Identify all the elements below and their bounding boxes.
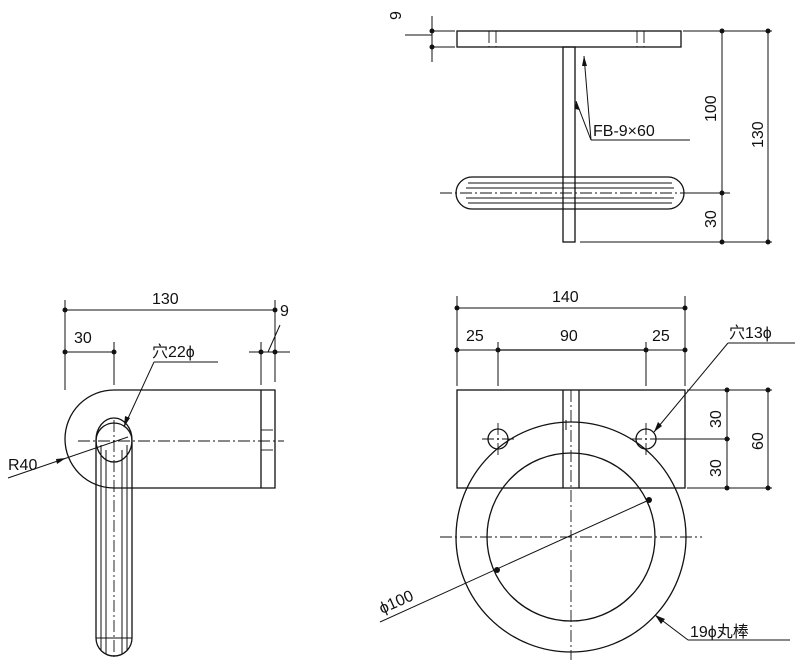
dim-front-h30-top: 30: [708, 410, 725, 428]
dim-side-hole: 穴22ϕ: [152, 343, 195, 361]
dim-front-h60: 60: [750, 432, 767, 450]
dim-side-width-130: 130: [152, 291, 179, 308]
top-plate: [456, 30, 682, 48]
dim-front-right-25: 25: [652, 328, 670, 345]
dim-side-thickness-9: 9: [280, 303, 289, 320]
dim-top-height-100: 100: [703, 95, 720, 122]
handle-rod-top-view: [455, 176, 685, 210]
dim-top-height-30: 30: [703, 210, 720, 228]
dim-side-offset-30: 30: [74, 330, 92, 347]
dim-ring-diameter: ϕ100: [377, 588, 417, 618]
dim-front-left-25: 25: [466, 328, 484, 345]
dim-front-hole: 穴13ϕ: [729, 324, 772, 342]
top-view: 9 FB-9×60 100 130 30: [388, 11, 772, 245]
dim-side-radius: R40: [8, 457, 37, 474]
side-view: 130 30 9 穴22ϕ R40: [7, 291, 290, 660]
dim-top-material: FB-9×60: [593, 123, 655, 140]
dim-top-plate-thickness: 9: [388, 11, 405, 20]
dim-front-width-140: 140: [552, 289, 579, 306]
front-view: 140 25 90 25 穴13ϕ 30 30 60: [377, 289, 795, 660]
dim-front-h30-bottom: 30: [708, 459, 725, 477]
vertical-flat-bar: [562, 46, 576, 243]
dim-front-mid-90: 90: [560, 328, 578, 345]
dim-top-height-130: 130: [750, 121, 767, 148]
dim-ring-rod: 19ϕ丸棒: [690, 623, 749, 641]
